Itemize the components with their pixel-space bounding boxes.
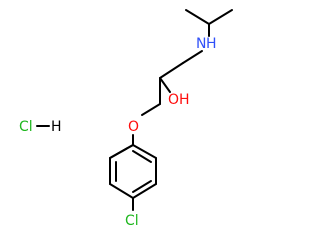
ring-bond-6 (109, 144, 134, 159)
hcl-cl-label: Cl (19, 119, 33, 135)
nh-h-label: H (206, 36, 217, 52)
hcl-h-label: H (51, 119, 62, 135)
ring-bond-3-inner (132, 180, 152, 193)
ether-o-label: O (128, 119, 139, 135)
ring-bond-5 (132, 144, 157, 159)
bond-ch3a-ch (185, 9, 210, 25)
bond-n-ch2 (182, 50, 203, 64)
ring-cl-label: Cl (125, 213, 139, 229)
ring-bond-5-inner (132, 150, 152, 163)
bond-ch2-o (141, 103, 161, 116)
ring-bond-3 (132, 183, 157, 199)
bond-ch2-choh (159, 62, 184, 79)
oh-o-label: O (168, 92, 179, 108)
ring-bond-2 (109, 183, 134, 199)
bond-ch-ch3b (208, 9, 233, 25)
nh-n-label: N (196, 36, 206, 52)
molecule-canvas: N H O H O Cl Cl H (19, 9, 233, 229)
bond-choh-oh (159, 77, 171, 93)
oh-h-label: H (179, 92, 190, 108)
bonds (109, 9, 233, 211)
structure-diagram: N H O H O Cl Cl H (19, 9, 233, 229)
